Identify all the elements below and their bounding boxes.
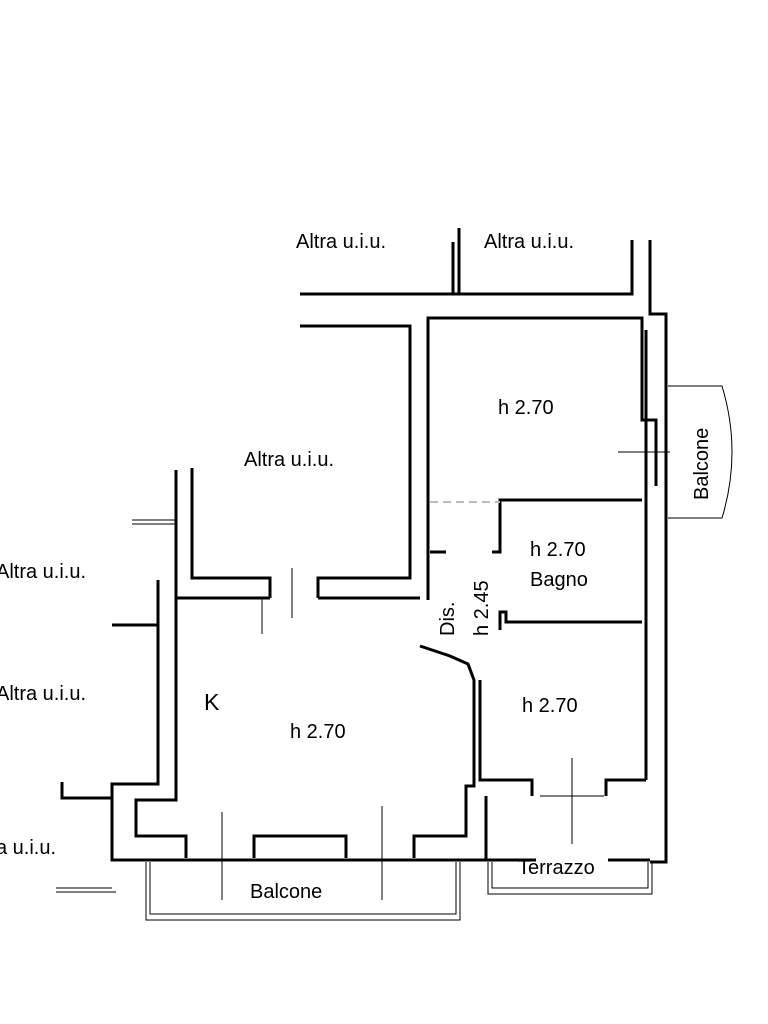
balcone-right-outline: [668, 385, 733, 519]
label-balcone-bottom: Balcone: [250, 881, 322, 903]
wall-top-neighbour: [300, 240, 634, 296]
label-kitchen-height: h 2.70: [290, 721, 346, 743]
label-terrazzo: Terrazzo: [518, 857, 595, 879]
wall-kitchen-right: [412, 644, 476, 858]
terrazzo-rail-inner: [491, 862, 649, 889]
label-balcone-right: Balcone: [691, 428, 713, 500]
balcone-bottom-rail-inner: [149, 862, 457, 915]
label-altra-left-1: Altra u.i.u.: [0, 561, 86, 583]
wall-middle-neighbour-inner: [190, 468, 272, 598]
label-altra-top-right: Altra u.i.u.: [484, 231, 574, 253]
label-altra-left-3: a u.i.u.: [0, 837, 56, 859]
wall-kitchen-left: [134, 598, 188, 858]
wall-kitchen-left-outer: [110, 580, 500, 862]
wall-right-outer: [648, 240, 668, 864]
label-bagno-height: h 2.70: [530, 539, 586, 561]
wall-bagno-bottom: [498, 610, 642, 630]
label-bagno-name: Bagno: [530, 569, 588, 591]
wall-bagno-top: [492, 498, 642, 554]
wall-terrazzo-left: [484, 796, 536, 862]
label-altra-middle: Altra u.i.u.: [244, 449, 334, 471]
wall-room-top-right: [426, 316, 658, 600]
walls: [60, 228, 668, 864]
label-room-bottom-right-height: h 2.70: [522, 695, 578, 717]
label-room-top-right-height: h 2.70: [498, 397, 554, 419]
balcone-bottom-rail: [145, 862, 461, 921]
wall-bottom-right-room: [478, 680, 534, 796]
label-altra-top-left: Altra u.i.u.: [296, 231, 386, 253]
thin-lines: [56, 385, 733, 921]
label-dis-name: Dis.: [437, 602, 459, 636]
wall-terrazzo-right: [604, 778, 646, 796]
wall-middle-neighbour: [300, 324, 412, 598]
wall-left-stub-2: [60, 782, 112, 800]
label-dis-height: h 2.45: [471, 580, 493, 636]
label-altra-left-2: Altra u.i.u.: [0, 683, 86, 705]
wall-kitchen-bottom-mid: [252, 834, 348, 858]
terrazzo-rail: [487, 862, 653, 895]
label-kitchen-letter: K: [204, 689, 220, 715]
